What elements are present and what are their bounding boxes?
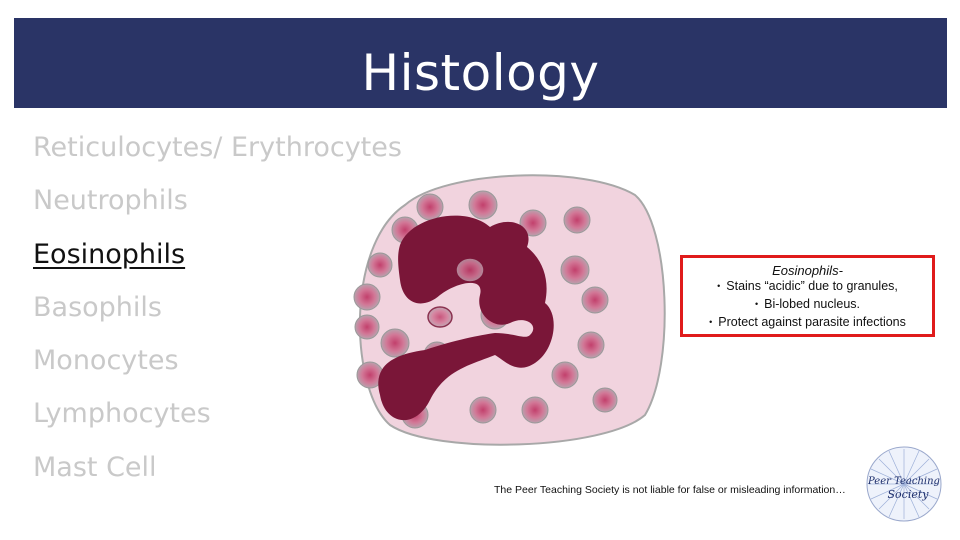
bullet-icon: • [754, 299, 759, 309]
peer-teaching-society-logo: Peer Teaching Society [866, 446, 942, 522]
cell-type-list: Reticulocytes/ Erythrocytes Neutrophils … [33, 126, 402, 499]
bullet-icon: • [709, 317, 713, 327]
menu-item-neutrophils[interactable]: Neutrophils [33, 185, 188, 217]
info-bullet: •Bi-lobed nucleus. [754, 297, 861, 311]
eosinophil-illustration [353, 174, 666, 446]
menu-item-basophils[interactable]: Basophils [33, 291, 162, 323]
menu-item-reticulocytes[interactable]: Reticulocytes/ Erythrocytes [33, 132, 402, 163]
slide-title: Histology [361, 44, 600, 102]
title-bar: Histology [14, 18, 947, 108]
info-heading: Eosinophils- [772, 263, 843, 278]
menu-item-monocytes[interactable]: Monocytes [33, 345, 179, 377]
info-bullet: •Protect against parasite infections [709, 315, 906, 329]
eosinophil-info-box: Eosinophils- •Stains “acidic” due to gra… [680, 255, 935, 337]
info-bullet: •Stains “acidic” due to granules, [717, 279, 898, 293]
svg-text:Peer Teaching: Peer Teaching [867, 476, 940, 487]
bullet-icon: • [717, 281, 721, 291]
menu-item-mast-cell[interactable]: Mast Cell [33, 451, 157, 483]
menu-item-eosinophils[interactable]: Eosinophils [33, 238, 186, 270]
nucleus [378, 215, 554, 421]
disclaimer-text: The Peer Teaching Society is not liable … [494, 484, 846, 496]
svg-text:Society: Society [888, 488, 930, 501]
menu-item-lymphocytes[interactable]: Lymphocytes [33, 398, 211, 430]
